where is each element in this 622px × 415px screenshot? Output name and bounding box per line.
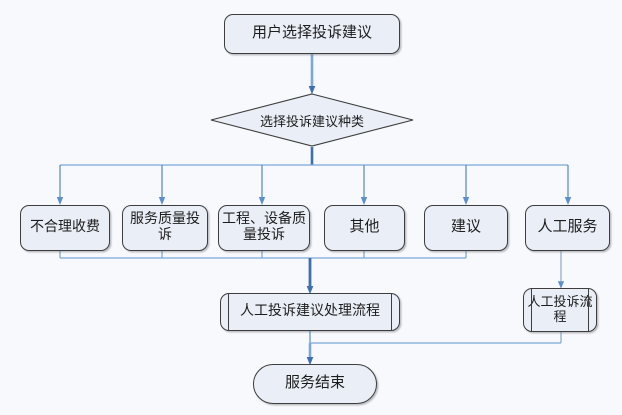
node-category-3-label: 工程、设备质量投诉 <box>222 211 306 243</box>
node-process-manual-complaint-handling[interactable]: 人工投诉建议处理流程 <box>220 293 400 331</box>
node-category-6-label: 人工服务 <box>537 219 598 236</box>
node-category-1-label: 不合理收费 <box>30 219 100 235</box>
node-start-label: 用户选择投诉建议 <box>251 25 372 42</box>
node-category-5-label: 建议 <box>450 219 481 236</box>
node-category-2-label: 服务质量投诉 <box>130 211 200 243</box>
node-process-manual-complaint-flow[interactable]: 人工投诉流程 <box>523 288 597 332</box>
node-category-unreasonable-fee[interactable]: 不合理收费 <box>20 205 110 251</box>
node-category-manual-service[interactable]: 人工服务 <box>525 205 610 251</box>
node-decision-label: 选择投诉建议种类 <box>259 113 364 129</box>
node-category-engineering-equipment[interactable]: 工程、设备质量投诉 <box>218 205 310 251</box>
node-category-service-quality[interactable]: 服务质量投诉 <box>122 205 208 251</box>
node-start[interactable]: 用户选择投诉建议 <box>224 14 400 54</box>
node-category-suggestion[interactable]: 建议 <box>424 205 508 251</box>
node-category-other[interactable]: 其他 <box>324 205 405 251</box>
predefined-process-bar-left <box>531 289 532 331</box>
predefined-process-bar-right <box>391 294 392 330</box>
node-decision[interactable]: 选择投诉建议种类 <box>209 93 415 147</box>
predefined-process-bar-left <box>228 294 229 330</box>
node-end[interactable]: 服务结束 <box>253 364 377 404</box>
predefined-process-bar-right <box>588 289 589 331</box>
node-end-label: 服务结束 <box>284 375 345 392</box>
node-process-1-label: 人工投诉建议处理流程 <box>240 303 380 319</box>
node-process-2-label: 人工投诉流程 <box>527 294 593 324</box>
node-category-4-label: 其他 <box>349 219 380 236</box>
